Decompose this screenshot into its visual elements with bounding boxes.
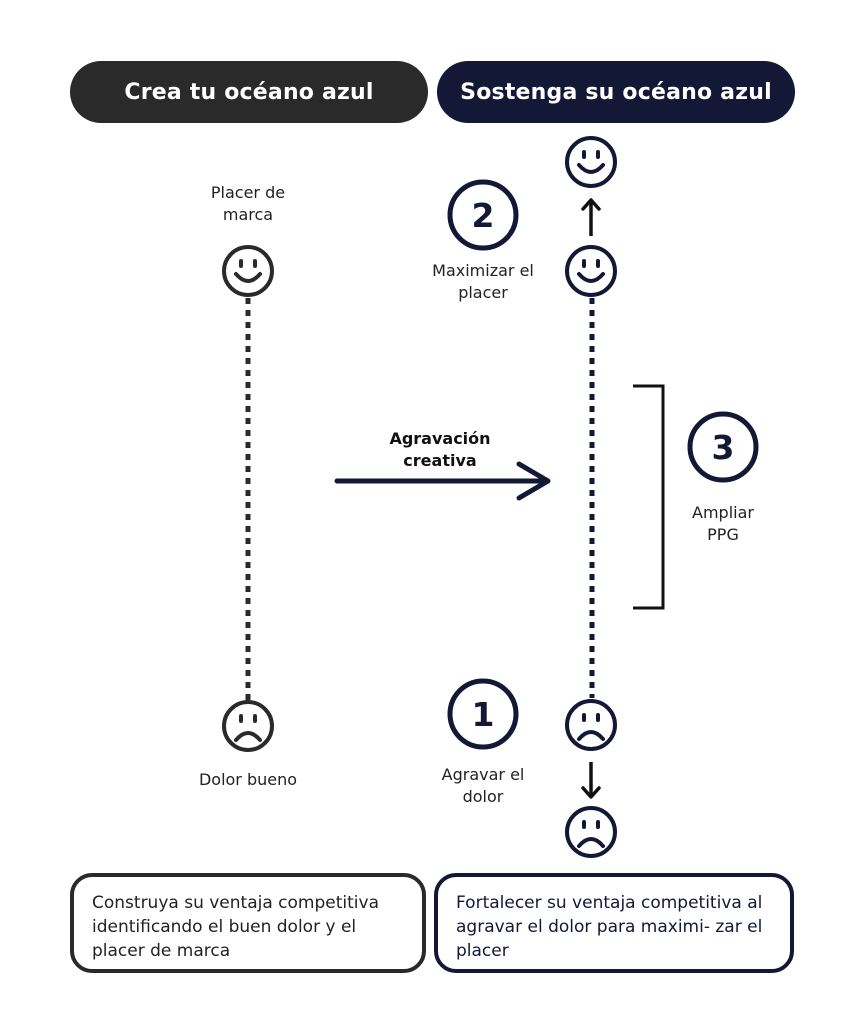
smiley-face-icon [565, 245, 617, 297]
sustain-ocean-description: Fortalecer su ventaja competitiva al agr… [434, 873, 794, 973]
bracket-icon [633, 384, 665, 610]
expand-ppg-label: Ampliar PPG [692, 503, 754, 544]
step-circle-3: 3 [687, 411, 759, 483]
create-ocean-description: Construya su ventaja competitiva identif… [70, 873, 426, 973]
brand-pleasure-label: Placer de marca [210, 183, 286, 224]
arrow-down-icon [581, 762, 601, 799]
smiley-face-icon [222, 245, 274, 297]
header-create-ocean-title: Crea tu océano azul [124, 79, 374, 105]
maximize-pleasure-label: Maximizar el placer [432, 261, 534, 302]
header-sustain-ocean-title: Sostenga su océano azul [460, 79, 772, 105]
arrow-up-icon [581, 198, 601, 236]
aggravate-pain-label: Agravar el dolor [441, 765, 525, 806]
arrow-right-icon [334, 461, 551, 501]
good-pain-label: Dolor bueno [198, 770, 298, 789]
step-circle-2: 2 [447, 179, 519, 251]
create-ocean-description-text: Construya su ventaja competitiva identif… [92, 893, 379, 961]
sad-face-icon [565, 699, 617, 751]
header-create-ocean: Crea tu océano azul [70, 61, 428, 123]
step-number-2: 2 [472, 196, 495, 235]
step-number-3: 3 [712, 428, 735, 467]
sad-face-icon [565, 806, 617, 858]
creative-aggravation-label: Agravación creativa [389, 429, 491, 470]
step-circle-1: 1 [447, 678, 519, 750]
step-number-1: 1 [472, 695, 495, 734]
header-sustain-ocean: Sostenga su océano azul [437, 61, 795, 123]
sad-face-icon [222, 700, 274, 752]
smiley-face-icon [565, 136, 617, 188]
sustain-ocean-description-text: Fortalecer su ventaja competitiva al agr… [456, 893, 763, 961]
